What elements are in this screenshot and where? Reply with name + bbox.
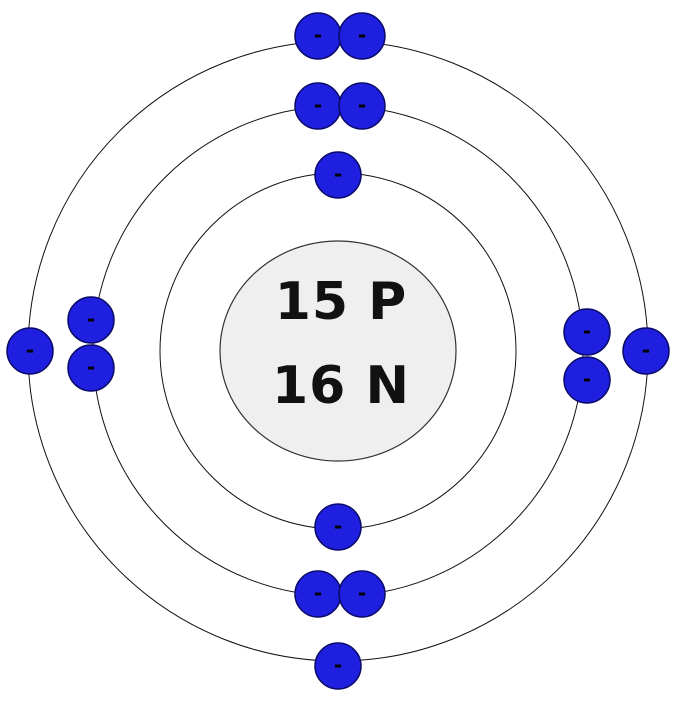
electrons: - - - - - - - - - - - - - - - (6, 12, 670, 690)
electron-charge-label: - (583, 319, 591, 343)
electron-charge-label: - (87, 355, 95, 379)
electron-shell-2-8: - (563, 356, 611, 404)
electron-shell-2-1: - (294, 82, 342, 130)
electron-shell-2-3: - (294, 570, 342, 618)
electron-shell-2-5: - (67, 296, 115, 344)
electron-charge-label: - (334, 162, 342, 186)
electron-shell-1-1: - (314, 151, 362, 199)
electron-charge-label: - (358, 93, 366, 117)
electron-shell-3-1: - (294, 12, 342, 60)
electron-shell-3-3: - (314, 642, 362, 690)
electron-charge-label: - (314, 23, 322, 47)
electron-charge-label: - (334, 514, 342, 538)
electron-charge-label: - (314, 581, 322, 605)
electron-shell-2-7: - (563, 308, 611, 356)
electron-shell-3-4: - (6, 327, 54, 375)
electron-charge-label: - (334, 653, 342, 677)
neutron-count: 16 N (272, 356, 410, 416)
electron-charge-label: - (583, 367, 591, 391)
electron-charge-label: - (642, 338, 650, 362)
electron-shell-2-4: - (338, 570, 386, 618)
proton-count: 15 P (274, 272, 408, 332)
electron-shell-1-2: - (314, 503, 362, 551)
electron-charge-label: - (358, 23, 366, 47)
electron-charge-label: - (26, 338, 34, 362)
electron-shell-2-2: - (338, 82, 386, 130)
electron-shell-3-5: - (622, 327, 670, 375)
electron-shell-3-2: - (338, 12, 386, 60)
electron-shell-2-6: - (67, 344, 115, 392)
electron-charge-label: - (358, 581, 366, 605)
nucleus (219, 240, 457, 462)
electron-charge-label: - (87, 307, 95, 331)
electron-charge-label: - (314, 93, 322, 117)
